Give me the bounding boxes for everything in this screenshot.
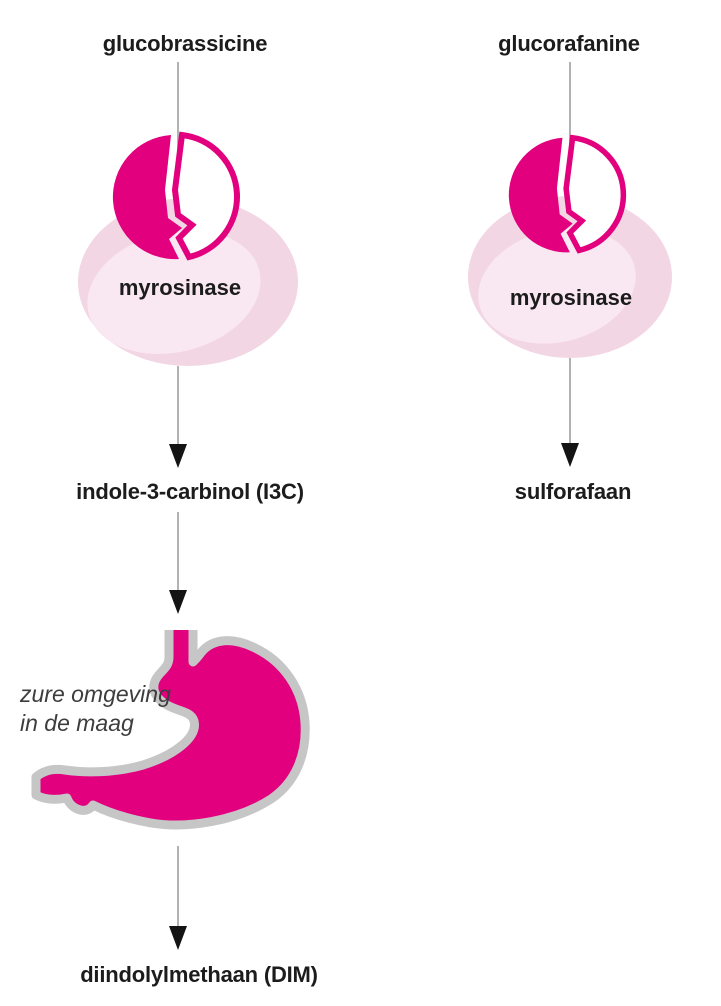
- label-glucobrassicine: glucobrassicine: [102, 31, 268, 56]
- split-circle-enzyme-icon: [508, 134, 627, 254]
- label-diindolylmethaan: diindolylmethaan (DIM): [80, 962, 318, 987]
- stomach-body: [31, 630, 310, 830]
- stomach-icon: [31, 630, 310, 830]
- enzyme-half-filled: [112, 135, 182, 260]
- stomach-note-line2: in de maag: [20, 710, 134, 736]
- cell-blob-inner: [87, 230, 261, 354]
- cell-blob-inner: [478, 228, 636, 344]
- label-glucorafanine: glucorafanine: [498, 31, 640, 56]
- stomach-note-line1: zure omgeving: [20, 681, 171, 707]
- enzyme-half-outline: [563, 134, 627, 254]
- arrowhead-left-i3c: [169, 444, 187, 468]
- arrowhead-left-dim: [169, 926, 187, 950]
- enzyme-half-filled: [508, 137, 573, 253]
- enzyme-group-right: [468, 134, 672, 358]
- arrowhead-left-stomach: [169, 590, 187, 614]
- label-myrosinase-left: myrosinase: [118, 275, 242, 300]
- stomach-condition-note: zure omgeving in de maag: [20, 680, 171, 738]
- label-sulforafaan: sulforafaan: [514, 479, 632, 504]
- enzyme-half-outline: [171, 131, 240, 261]
- label-myrosinase-right: myrosinase: [509, 285, 633, 310]
- arrowhead-right-sulforafaan: [561, 443, 579, 467]
- label-indole-3-carbinol: indole-3-carbinol (I3C): [76, 479, 304, 504]
- enzyme-group-left: [78, 131, 298, 366]
- split-circle-enzyme-icon: [112, 131, 240, 261]
